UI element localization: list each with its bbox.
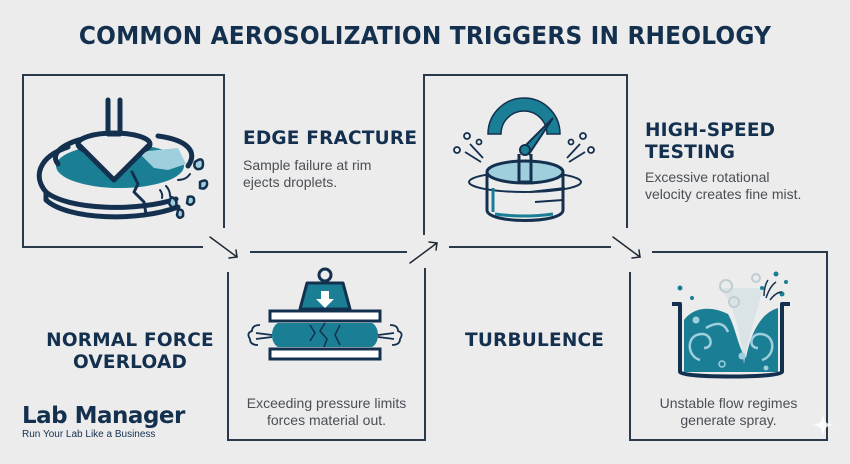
box-high-speed-border <box>423 74 628 235</box>
desc-normal-force: Exceeding pressure limits forces materia… <box>246 395 407 428</box>
speedometer-cup-icon <box>453 97 595 222</box>
box-normal-force-border <box>227 268 426 441</box>
page-title: COMMON AEROSOLIZATION TRIGGERS IN RHEOLO… <box>78 21 772 50</box>
desc-edge-fracture: Sample failure at rim ejects droplets. <box>243 157 372 190</box>
weight-compression-icon <box>247 267 403 361</box>
heading-high-speed: HIGH-SPEED TESTING <box>645 120 776 163</box>
heading-edge-fracture: EDGE FRACTURE <box>243 128 418 149</box>
heading-normal-force: NORMAL FORCE OVERLOAD <box>46 330 214 373</box>
desc-high-speed: Excessive rotational velocity creates fi… <box>645 169 802 202</box>
cone-plate-fracture-icon <box>36 97 209 220</box>
heading-turbulence: TURBULENCE <box>465 330 605 351</box>
desc-turbulence: Unstable flow regimes generate spray. <box>659 395 798 428</box>
arrow-2-icon <box>409 241 438 264</box>
brand-name: Lab Manager <box>22 403 185 429</box>
arrow-1-icon <box>209 236 238 259</box>
sparkle-icon <box>812 414 834 436</box>
vortex-beaker-icon <box>672 271 790 379</box>
arrow-3-icon <box>612 236 641 259</box>
brand-tagline: Run Your Lab Like a Business <box>22 429 156 440</box>
box-edge-fracture-border <box>22 74 225 248</box>
box-turbulence-border <box>629 251 828 441</box>
brand-logo: Lab Manager Run Your Lab Like a Business <box>22 403 185 440</box>
